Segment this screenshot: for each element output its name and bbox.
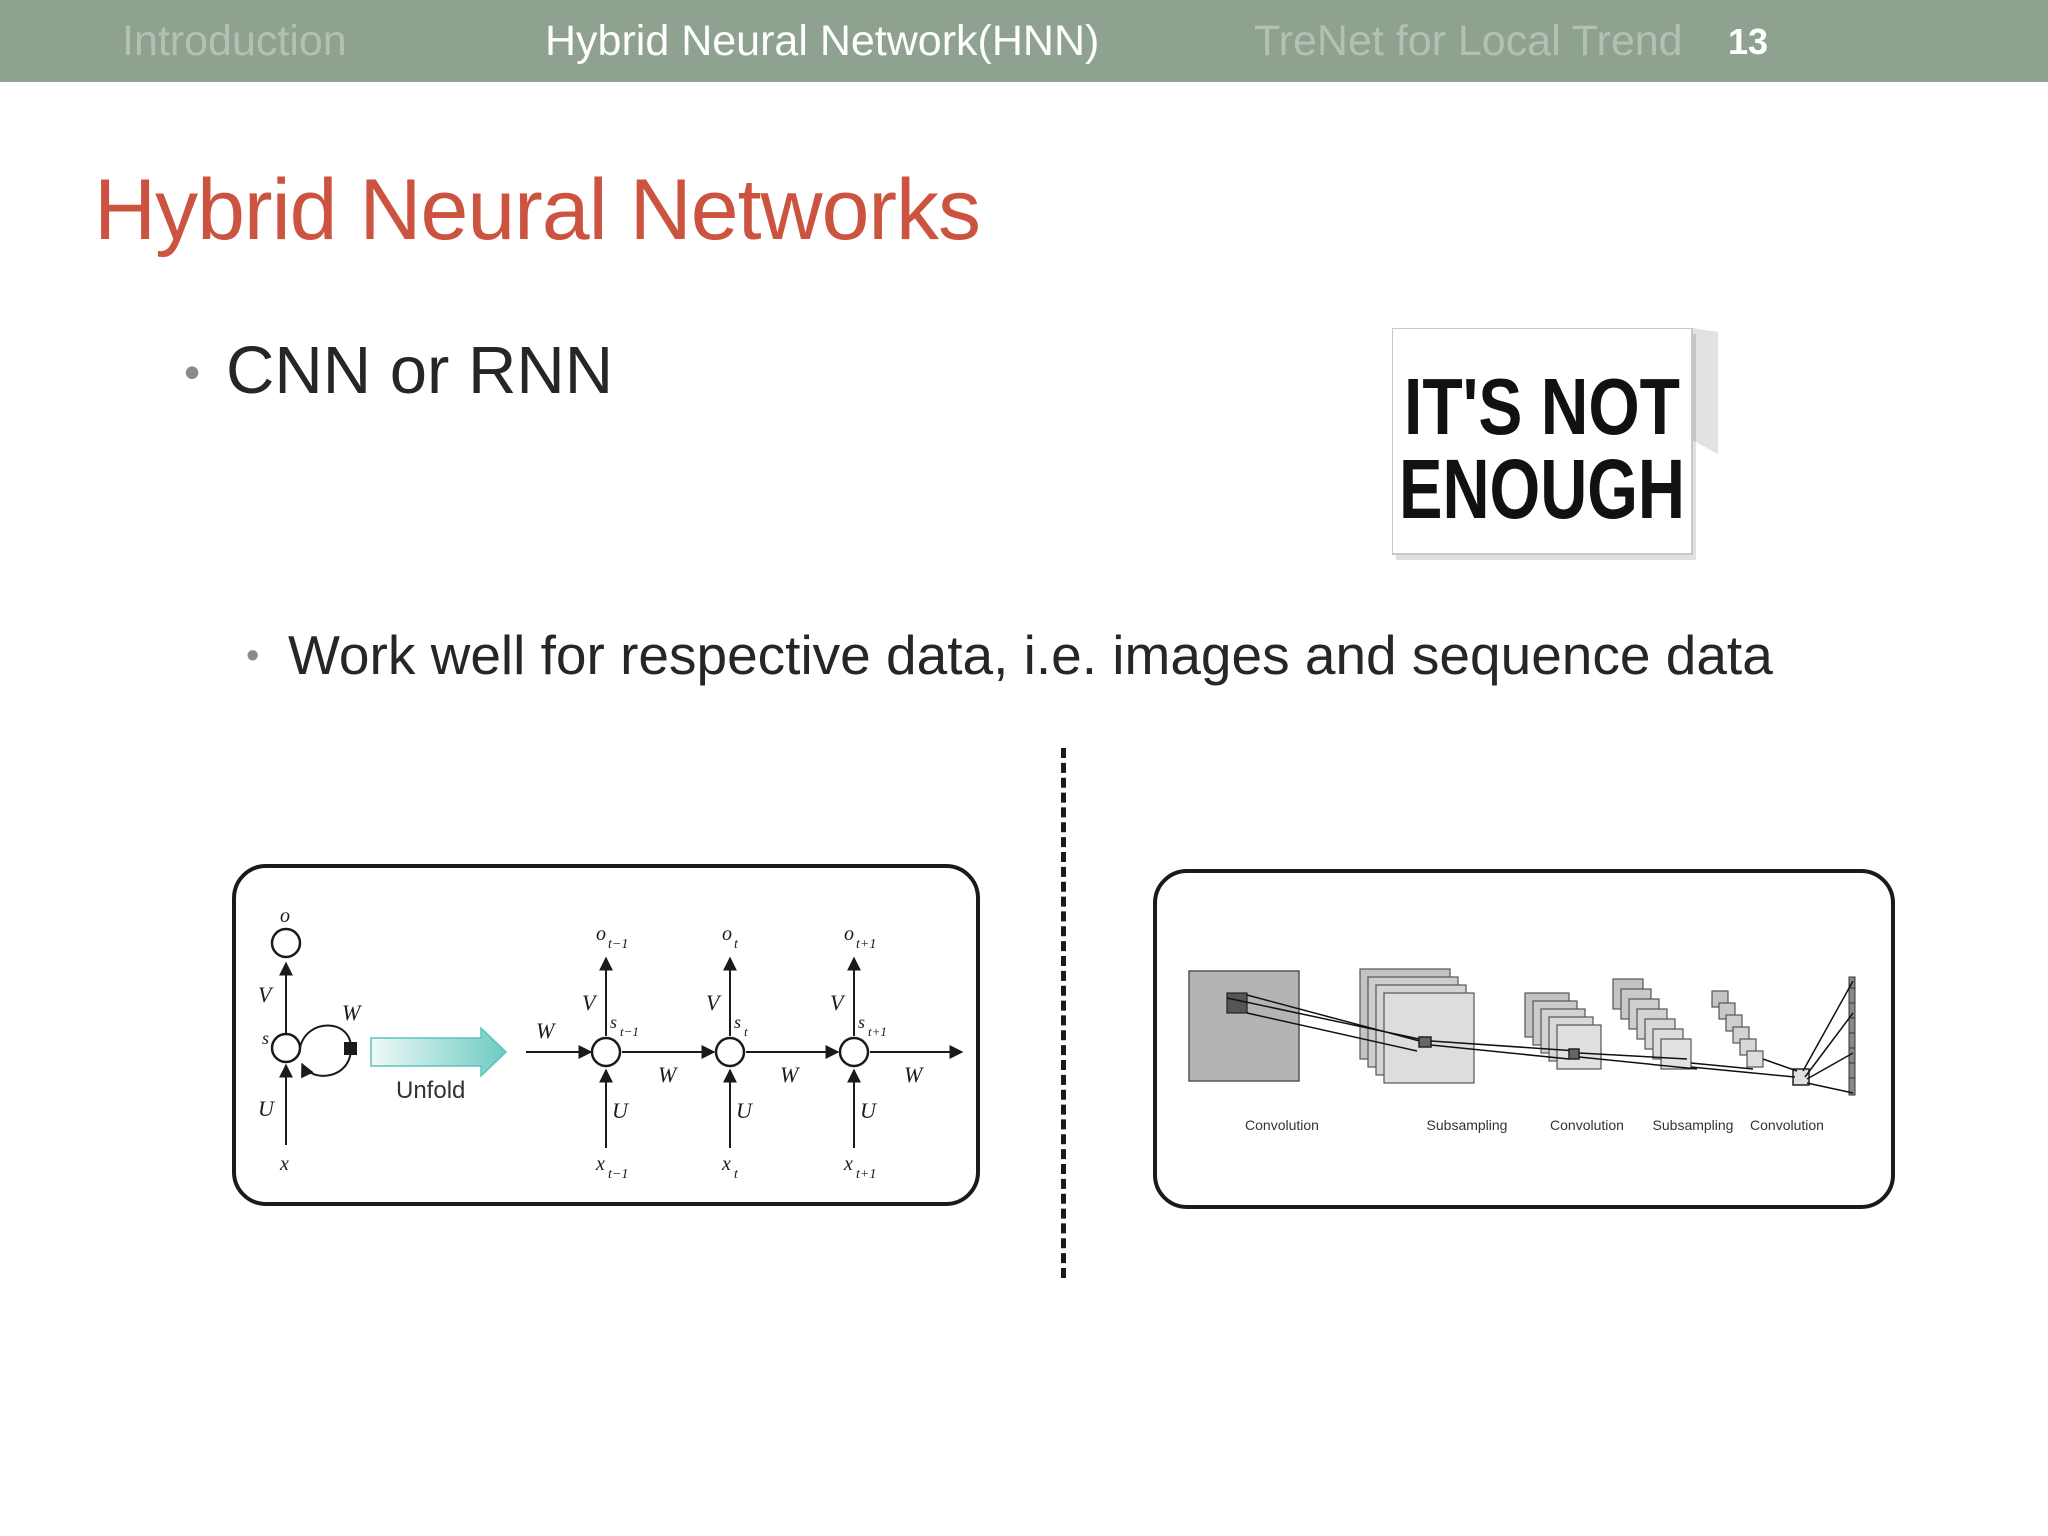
sub-bullet-work-well: Work well for respective data, i.e. imag… [288,624,1773,686]
hidden-node [714,1036,746,1068]
sign-fold [1692,328,1718,454]
folded-label-V: V [258,982,274,1007]
weight-V-2: V [706,990,722,1015]
rnn-diagram-panel: o V s W U x Unfold W V o t−1 s t−1 U [232,864,980,1206]
weight-W-1: W [658,1062,678,1087]
folded-rnn: o V s W U x [258,905,362,1175]
page-number: 13 [1728,21,1769,62]
folded-label-W: W [342,1000,362,1025]
input-sub-3: t+1 [856,1167,876,1182]
unfold-arrow [370,1026,508,1078]
sub-bullet-dot: • [246,635,260,677]
nav-tab-hybrid-neural-network[interactable]: Hybrid Neural Network(HNN) [545,17,1100,65]
input-x-2: x [721,1153,731,1175]
delay-square [344,1042,357,1055]
subsampled-maps-2 [1711,990,1764,1068]
output-units [1848,976,1856,1096]
slide-header-bar: Introduction Hybrid Neural Network(HNN) … [0,0,2048,82]
folded-label-U: U [258,1096,276,1121]
weight-U-1: U [612,1098,630,1123]
input-x-3: x [843,1153,853,1175]
cnn-stage-label-5: Convolution [1750,1117,1824,1133]
output-node-o [270,927,302,959]
weight-V-1: V [582,990,598,1015]
input-sub-1: t−1 [608,1167,628,1182]
bullet-dot: • [184,346,201,398]
cnn-diagram-panel: Convolution Subsampling Convolution Subs… [1153,869,1895,1209]
time-step-t-plus-1: V o t+1 s t+1 U x t+1 [830,923,887,1182]
input-x-1: x [595,1153,605,1175]
connection-lines [1226,980,1854,1094]
hidden-node [838,1036,870,1068]
folded-label-o: o [280,905,290,927]
state-s-1: s [610,1012,617,1032]
bullet-cnn-or-rnn: CNN or RNN [226,333,614,408]
state-sub-3: t+1 [868,1024,887,1039]
receptive-field [1226,992,1248,1014]
folded-label-x: x [279,1153,289,1175]
sign-line-2: ENOUGH [1399,442,1685,536]
output-o-1: o [596,923,606,945]
state-sub-1: t−1 [620,1024,639,1039]
hidden-node [590,1036,622,1068]
nav-tab-trenet-local-trend[interactable]: TreNet for Local Trend [1254,17,1683,65]
slide-title: Hybrid Neural Networks [94,162,981,258]
dashed-divider [1061,748,1066,1278]
subsampled-maps-1 [1524,992,1602,1070]
weight-U-3: U [860,1098,878,1123]
output-o-2: o [722,923,732,945]
recurrent-loop [299,1024,353,1079]
feature-maps-2 [1612,978,1692,1070]
weight-W-3: W [904,1062,924,1087]
cnn-stage-label-3: Convolution [1550,1117,1624,1133]
cnn-stage-label-1: Convolution [1245,1117,1319,1133]
output-sub-1: t−1 [608,937,628,952]
folded-label-s: s [262,1028,269,1048]
rnn-unfold-diagram: o V s W U x Unfold W V o t−1 s t−1 U [258,905,964,1182]
feature-maps-1 [1359,968,1475,1084]
weight-V-3: V [830,990,846,1015]
hidden-node-s [270,1032,302,1064]
input-sub-2: t [734,1167,739,1182]
state-s-3: s [858,1012,865,1032]
output-o-3: o [844,923,854,945]
weight-U-2: U [736,1098,754,1123]
sign-line-1: IT'S NOT [1404,362,1680,451]
weight-W-0: W [536,1018,556,1043]
nav-tab-introduction[interactable]: Introduction [122,17,347,65]
state-sub-2: t [744,1024,748,1039]
cnn-architecture-diagram: Convolution Subsampling Convolution Subs… [1188,968,1856,1133]
output-sub-3: t+1 [856,937,876,952]
cnn-stage-label-4: Subsampling [1653,1117,1734,1133]
state-s-2: s [734,1012,741,1032]
time-step-t-minus-1: V o t−1 s t−1 U x t−1 [582,923,639,1182]
cnn-stage-label-2: Subsampling [1427,1117,1508,1133]
weight-W-2: W [780,1062,800,1087]
output-sub-2: t [734,937,739,952]
unfold-label: Unfold [396,1077,465,1104]
input-image [1188,970,1300,1082]
its-not-enough-sign-image: IT'S NOT ENOUGH [1392,328,1718,560]
time-step-t: V o t s t U x t [706,923,754,1182]
